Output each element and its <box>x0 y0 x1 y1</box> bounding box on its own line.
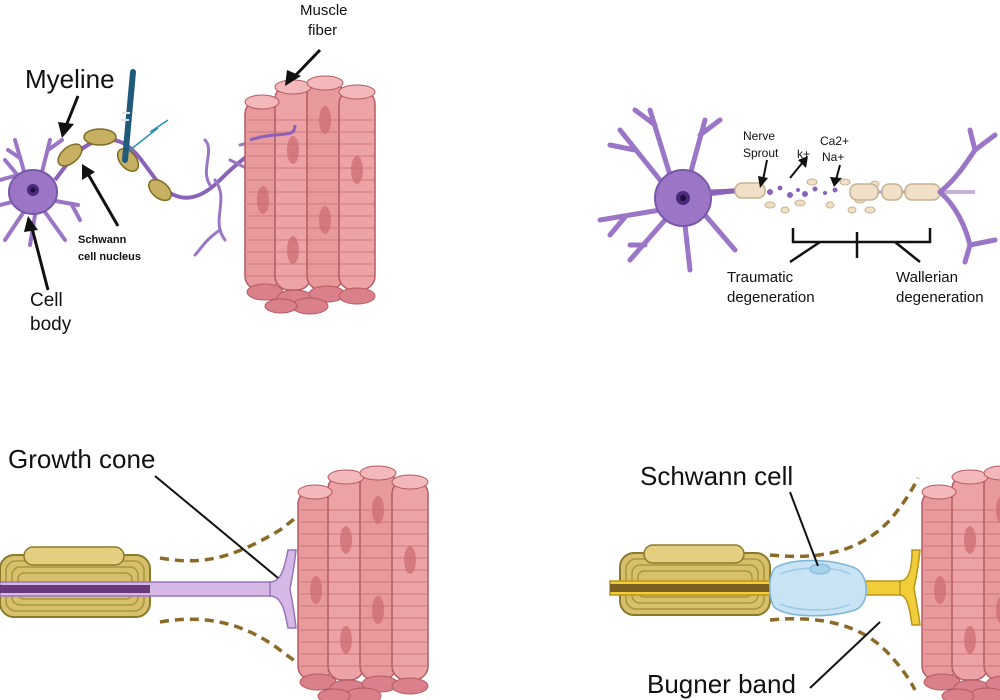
healthy-neuron-panel: Muscle fiber Myeline Schwann cell nucleu… <box>0 2 376 335</box>
nerve-sprout-label-line1: Nerve <box>743 129 775 143</box>
degeneration-debris <box>767 185 838 198</box>
schwann-cell-label: Schwann cell <box>640 461 793 491</box>
potassium-ion-label: k+ <box>797 147 810 161</box>
traumatic-degeneration-label-line1: Traumatic <box>727 269 794 286</box>
schwann-nucleus-label-line2: cell nucleus <box>78 251 141 263</box>
growth-cone-panel: Growth cone <box>0 444 429 700</box>
myelin-segments <box>57 128 172 202</box>
sodium-ion-label: Na+ <box>822 150 844 164</box>
muscle-fiber-bottom-left <box>297 465 429 700</box>
myeline-label: Myeline <box>25 64 115 94</box>
degeneration-brackets <box>789 228 932 264</box>
growth-cone <box>269 549 297 629</box>
myelin-sheath-right <box>619 544 771 616</box>
growth-cone-label: Growth cone <box>8 444 155 474</box>
bungner-band-panel: Schwann cell Bugner band <box>609 461 1000 700</box>
scalpel-icon <box>121 69 169 163</box>
bugner-band-label: Bugner band <box>647 669 796 699</box>
wallerian-degeneration-label-line1: Wallerian <box>896 269 958 286</box>
muscle-fiber-top <box>244 75 376 315</box>
muscle-fiber-label-line1: Muscle <box>300 2 348 19</box>
wallerian-degeneration-label-line2: degeneration <box>896 289 984 306</box>
traumatic-degeneration-label-line2: degeneration <box>727 289 815 306</box>
cell-body-label-line2: body <box>30 314 72 335</box>
label-arrows-top-left <box>24 48 322 291</box>
muscle-fiber-bottom-right <box>921 465 1000 700</box>
schwann-nucleus-label-line1: Schwann <box>78 234 127 246</box>
calcium-ion-label: Ca2+ <box>820 134 849 148</box>
degeneration-panel: Nerve Sprout k+ Ca2+ Na+ Traumatic degen… <box>597 107 998 306</box>
cell-body-label-line1: Cell <box>30 290 63 311</box>
muscle-fiber-label-line2: fiber <box>308 22 337 39</box>
nerve-sprout-label-line2: Sprout <box>743 146 779 160</box>
schwann-cell <box>769 559 867 617</box>
